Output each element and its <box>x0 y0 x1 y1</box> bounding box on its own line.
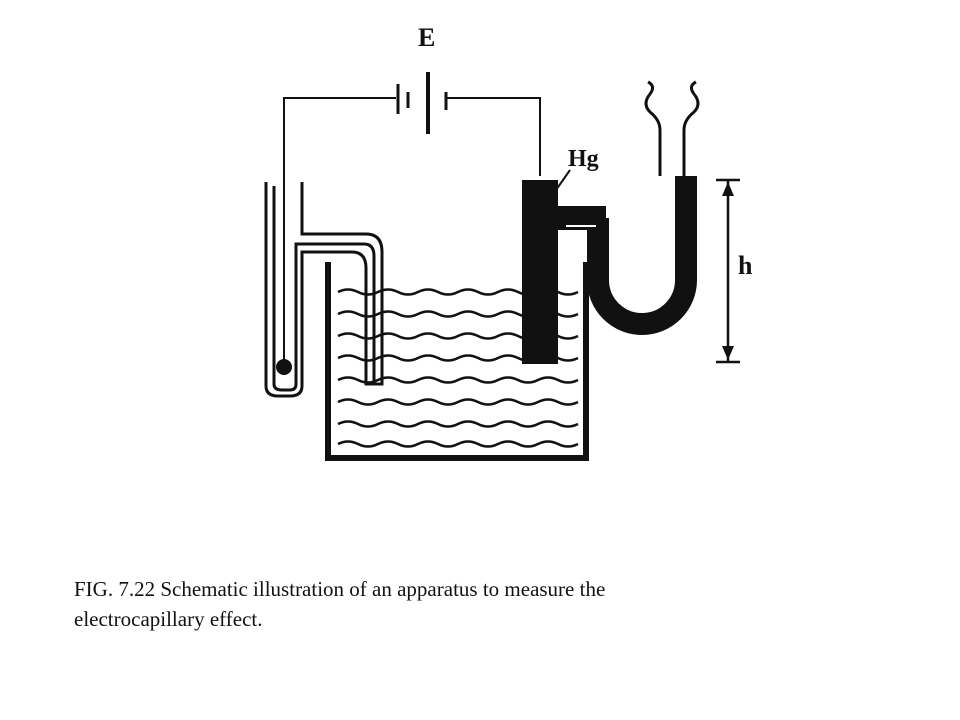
wire-left <box>283 97 396 366</box>
apparatus-diagram: E Hg <box>264 23 753 461</box>
circuit-wires <box>283 97 541 366</box>
mercury-capillary <box>522 80 700 364</box>
caption-line-1: FIG. 7.22 Schematic illustration of an a… <box>74 577 606 601</box>
wave-line <box>337 376 579 384</box>
emf-label: E <box>418 23 435 52</box>
wave-line <box>337 420 579 428</box>
wire-right <box>446 97 541 176</box>
height-arrow-up-icon <box>722 182 734 196</box>
reference-tube-inner <box>272 186 376 392</box>
u-tube-open-top <box>644 80 700 131</box>
height-indicator <box>716 178 740 364</box>
reference-tube-outer <box>264 182 384 398</box>
height-arrow-down-icon <box>722 346 734 360</box>
mercury-label-pointer <box>555 169 571 191</box>
capillary-tip <box>530 300 550 364</box>
figure-caption: FIG. 7.22 Schematic illustration of an a… <box>74 574 834 634</box>
height-label: h <box>738 251 753 280</box>
mercury-label: Hg <box>568 146 599 172</box>
beaker <box>325 262 589 461</box>
wave-line <box>337 398 579 406</box>
reference-bulb <box>276 359 292 375</box>
u-tube-bend <box>587 176 697 335</box>
caption-line-2: electrocapillary effect. <box>74 607 263 631</box>
wave-line <box>337 440 579 448</box>
beaker-walls <box>325 262 589 461</box>
reference-electrode <box>264 182 384 398</box>
battery <box>396 72 448 134</box>
